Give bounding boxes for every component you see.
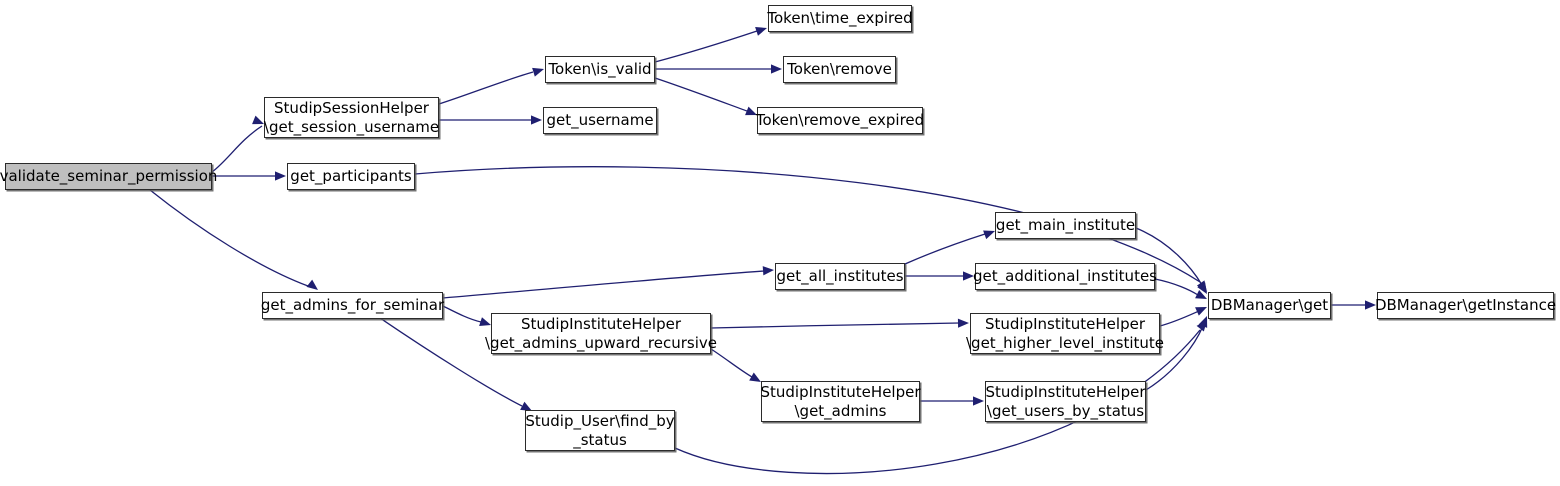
graph-node-label: Token\remove_expired (755, 111, 925, 129)
graph-node-get_username[interactable]: get_username (543, 107, 657, 134)
graph-edge-get_all_institutes-to-get_additional_institutes (905, 271, 974, 281)
graph-node-label: DBManager\getInstance (1374, 296, 1557, 314)
graph-edge-get_additional_institutes-to-dbmanager_get (1154, 278, 1207, 299)
graph-node-studip_session_helper[interactable]: StudipSessionHelper \get_session_usernam… (264, 97, 439, 138)
graph-node-label: StudipInstituteHelper \get_admins_upward… (485, 314, 717, 352)
graph-node-label: Token\remove (787, 60, 892, 78)
graph-node-get_all_institutes[interactable]: get_all_institutes (775, 263, 905, 290)
graph-node-institute_helper_upward[interactable]: StudipInstituteHelper \get_admins_upward… (485, 313, 717, 354)
graph-edge-validate_seminar_permission-to-get_admins_for_seminar (149, 189, 318, 290)
graph-node-label: Token\is_valid (548, 60, 652, 78)
graph-node-get_main_institute[interactable]: get_main_institute (995, 212, 1136, 239)
graph-edge-studip_session_helper-to-get_username (439, 115, 542, 125)
graph-node-label: get_all_institutes (776, 267, 904, 285)
graph-node-label: Token\time_expired (767, 9, 913, 27)
graph-node-get_additional_institutes[interactable]: get_additional_institutes (973, 263, 1157, 290)
graph-edge-get_admins_for_seminar-to-get_all_institutes (442, 266, 774, 299)
graph-node-label: get_participants (290, 167, 412, 185)
graph-node-label: StudipSessionHelper \get_session_usernam… (263, 98, 440, 136)
graph-node-label: Studip_User\find_by _status (525, 411, 675, 449)
graph-node-institute_helper_higher[interactable]: StudipInstituteHelper \get_higher_level_… (966, 313, 1164, 354)
graph-node-get_admins_for_seminar[interactable]: get_admins_for_seminar (261, 292, 444, 319)
graph-node-token_time_expired[interactable]: Token\time_expired (767, 5, 913, 32)
arrow-head-icon (1196, 320, 1207, 332)
graph-node-get_participants[interactable]: get_participants (287, 163, 415, 190)
graph-edge-token_is_valid-to-token_time_expired (654, 27, 767, 63)
graph-edge-token_is_valid-to-token_remove (655, 64, 782, 74)
graph-node-label: StudipInstituteHelper \get_admins (760, 382, 921, 420)
graph-edge-get_all_institutes-to-get_main_institute (904, 230, 995, 265)
graph-node-label: StudipInstituteHelper \get_users_by_stat… (985, 382, 1146, 420)
graph-node-token_is_valid[interactable]: Token\is_valid (545, 56, 655, 83)
graph-node-label: StudipInstituteHelper \get_higher_level_… (966, 314, 1164, 352)
graph-edge-institute_helper_upward-to-institute_helper_get_admins (710, 348, 761, 382)
graph-node-label: validate_seminar_permission (0, 167, 218, 185)
graph-node-institute_helper_get_admins[interactable]: StudipInstituteHelper \get_admins (761, 381, 921, 422)
graph-edge-institute_helper_upward-to-institute_helper_higher (710, 318, 969, 329)
graph-node-token_remove[interactable]: Token\remove (783, 56, 896, 83)
graph-node-dbmanager_get[interactable]: DBManager\get (1208, 292, 1331, 319)
graph-node-institute_helper_users[interactable]: StudipInstituteHelper \get_users_by_stat… (985, 381, 1146, 422)
graph-node-label: get_main_institute (995, 216, 1136, 234)
graph-node-validate_seminar_permission[interactable]: validate_seminar_permission (0, 163, 217, 190)
graph-node-token_remove_expired[interactable]: Token\remove_expired (756, 107, 924, 134)
graph-node-label: get_username (546, 111, 654, 129)
graph-edge-studip_session_helper-to-token_is_valid (438, 67, 544, 105)
graph-edge-institute_helper_get_admins-to-institute_helper_users (920, 396, 984, 406)
graph-node-label: get_admins_for_seminar (260, 296, 445, 314)
graph-node-label: DBManager\get (1210, 296, 1329, 314)
graph-node-studip_user_find_by_status[interactable]: Studip_User\find_by _status (525, 410, 675, 451)
graph-node-dbmanager_getinstance[interactable]: DBManager\getInstance (1375, 292, 1556, 319)
graph-edge-token_is_valid-to-token_remove_expired (654, 77, 757, 116)
graph-node-label: get_additional_institutes (973, 267, 1157, 285)
